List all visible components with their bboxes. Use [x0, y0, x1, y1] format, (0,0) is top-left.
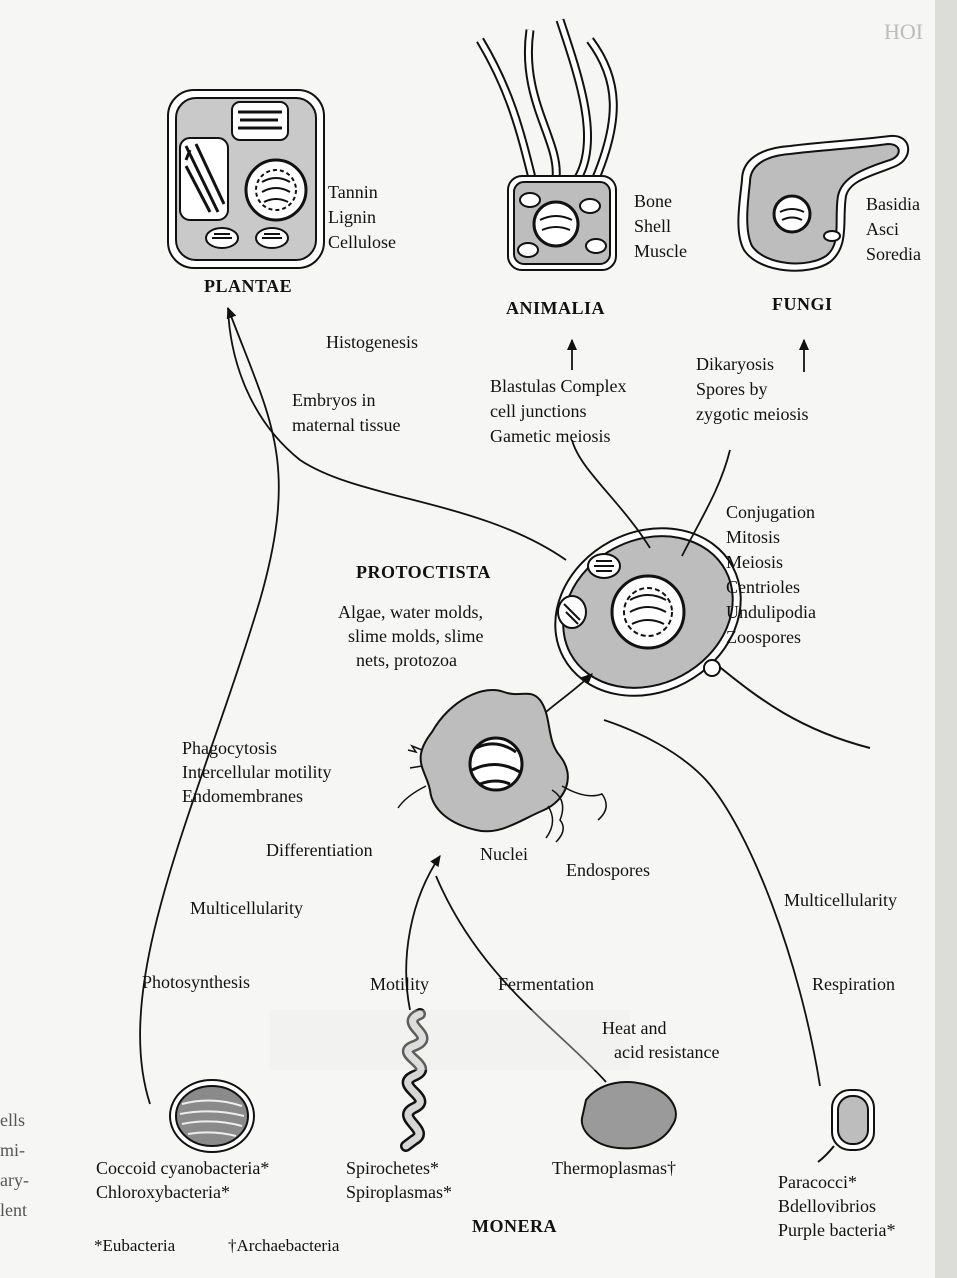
motility-label: Motility — [370, 972, 429, 996]
amoeba-trait-3: Endomembranes — [182, 784, 303, 808]
endospores-label: Endospores — [566, 858, 650, 882]
fermentation-label: Fermentation — [498, 972, 594, 996]
coccoid-cyanobacteria-illustration — [170, 1080, 254, 1152]
thermoplasmas-label: Thermoplasmas† — [552, 1156, 676, 1180]
margin-bleed-4: lent — [0, 1198, 27, 1223]
paracocci-label-2: Bdellovibrios — [778, 1194, 876, 1218]
footnote-eubacteria: *Eubacteria — [94, 1234, 175, 1258]
protoctista-trait-1: Conjugation — [726, 500, 815, 524]
top-right-bleed: HOI — [884, 20, 923, 44]
bleed-through-shading — [270, 1010, 630, 1070]
plantae-kingdom-label: PLANTAE — [204, 274, 292, 298]
protoctista-trait-2: Mitosis — [726, 525, 780, 549]
fungi-trait-2: Asci — [866, 217, 899, 241]
paracocci-label-1: Paracocci* — [778, 1170, 857, 1194]
paracoccus-illustration — [818, 1090, 874, 1162]
animalia-kingdom-label: ANIMALIA — [506, 296, 605, 320]
margin-bleed-3: ary- — [0, 1168, 29, 1193]
multicellularity-left-label: Multicellularity — [190, 896, 303, 920]
coccoid-label-2: Chloroxybacteria* — [96, 1180, 230, 1204]
heat-acid-label-1: Heat and — [602, 1016, 666, 1040]
nuclei-label: Nuclei — [480, 842, 528, 866]
differentiation-label: Differentiation — [266, 838, 373, 862]
protoctista-trait-3: Meiosis — [726, 550, 783, 574]
paracocci-label-3: Purple bacteria* — [778, 1218, 895, 1242]
fungi-kingdom-label: FUNGI — [772, 292, 833, 316]
fungi-trait-3: Soredia — [866, 242, 921, 266]
histogenesis-label: Histogenesis — [326, 330, 418, 354]
amoeba-trait-1: Phagocytosis — [182, 736, 277, 760]
margin-bleed-2: mi- — [0, 1138, 25, 1163]
plantae-cell-illustration — [168, 90, 324, 268]
multicellularity-right-label: Multicellularity — [784, 888, 897, 912]
plantae-trait-2: Lignin — [328, 205, 376, 229]
fungi-trait-1: Basidia — [866, 192, 920, 216]
protoctista-kingdom-label: PROTOCTISTA — [356, 560, 491, 584]
plantae-trait-3: Cellulose — [328, 230, 396, 254]
plant-embryo-label-2: maternal tissue — [292, 413, 400, 437]
thermoplasma-illustration — [582, 1082, 676, 1148]
animalia-trait-2: Shell — [634, 214, 671, 238]
page-edge-shadow — [935, 0, 957, 1278]
amoeba-trait-2: Intercellular motility — [182, 760, 331, 784]
plantae-trait-1: Tannin — [328, 180, 378, 204]
margin-bleed-1: ells — [0, 1108, 25, 1133]
protoctista-desc-1: Algae, water molds, — [338, 600, 483, 624]
animal-transition-2: cell junctions — [490, 399, 586, 423]
spirochetes-label-2: Spiroplasmas* — [346, 1180, 452, 1204]
plant-embryo-label-1: Embryos in — [292, 388, 376, 412]
spirochetes-label-1: Spirochetes* — [346, 1156, 439, 1180]
amoeba-illustration — [398, 690, 606, 842]
animal-transition-1: Blastulas Complex — [490, 374, 627, 398]
monera-kingdom-label: MONERA — [472, 1214, 557, 1238]
protoctista-desc-3: nets, protozoa — [356, 648, 457, 672]
protoctista-trait-5: Undulipodia — [726, 600, 816, 624]
fungi-transition-2: Spores by — [696, 377, 768, 401]
fungi-transition-1: Dikaryosis — [696, 352, 774, 376]
animalia-trait-1: Bone — [634, 189, 672, 213]
animalia-trait-3: Muscle — [634, 239, 687, 263]
animal-transition-3: Gametic meiosis — [490, 424, 610, 448]
photosynthesis-label: Photosynthesis — [142, 970, 250, 994]
footnote-archaebacteria: †Archaebacteria — [228, 1234, 339, 1258]
protoctista-cell-illustration — [526, 496, 870, 748]
heat-acid-label-2: acid resistance — [614, 1040, 719, 1064]
coccoid-label-1: Coccoid cyanobacteria* — [96, 1156, 269, 1180]
protoctista-trait-4: Centrioles — [726, 575, 800, 599]
protoctista-trait-6: Zoospores — [726, 625, 801, 649]
fungi-transition-3: zygotic meiosis — [696, 402, 808, 426]
protoctista-desc-2: slime molds, slime — [348, 624, 484, 648]
respiration-label: Respiration — [812, 972, 895, 996]
animalia-cell-illustration — [480, 20, 616, 270]
